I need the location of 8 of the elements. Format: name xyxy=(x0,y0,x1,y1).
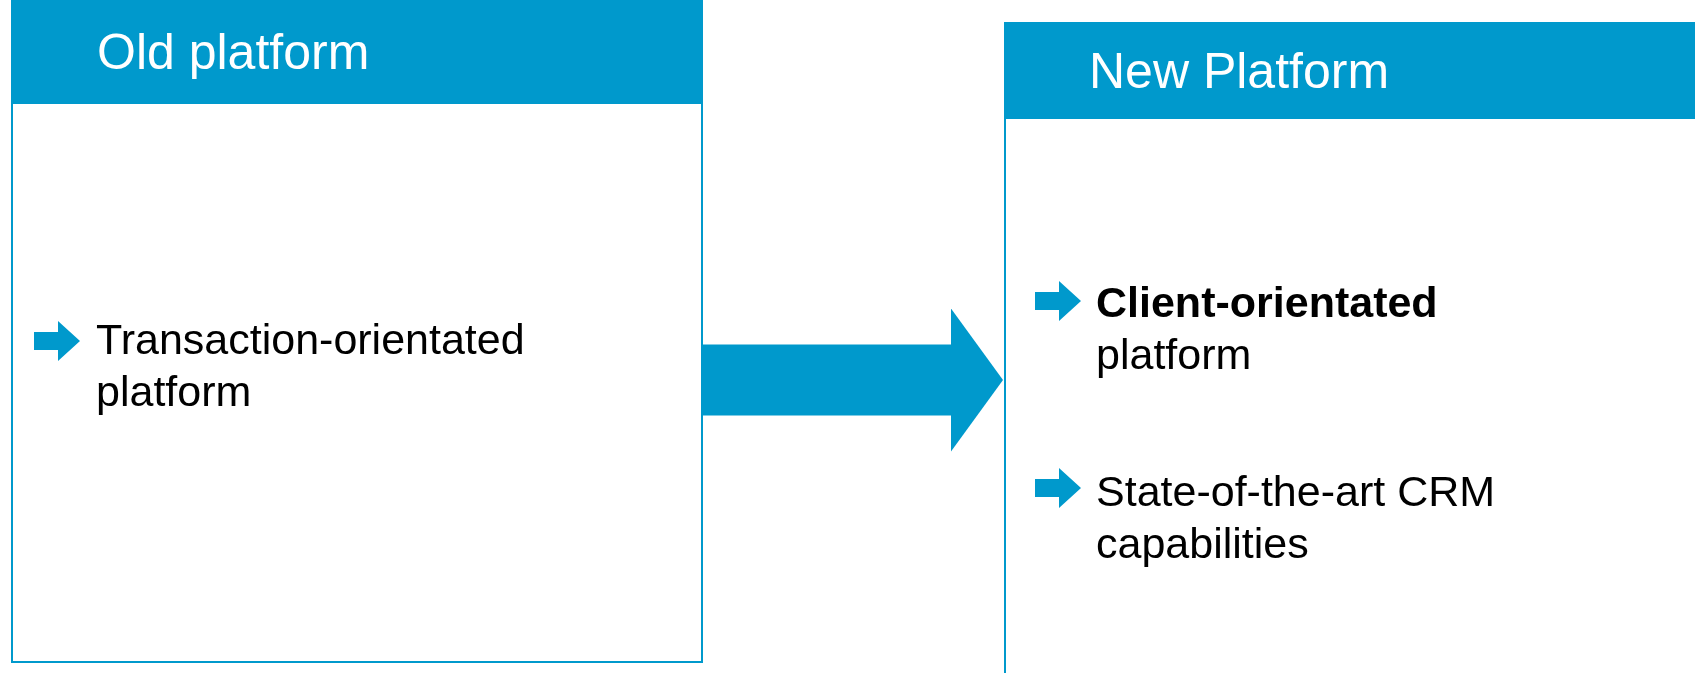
panel-title: New Platform xyxy=(1089,41,1390,100)
panel-box xyxy=(1004,22,1695,673)
panel-title: Old platform xyxy=(97,23,370,81)
bullet-text: Transaction-orientated platform xyxy=(96,314,526,417)
bullet-text: Client-orientated platform xyxy=(1096,277,1439,380)
panel-box xyxy=(11,0,703,663)
block-arrow xyxy=(703,308,1003,452)
bullet-text: State-of-the-art CRM capabilities xyxy=(1096,466,1497,569)
